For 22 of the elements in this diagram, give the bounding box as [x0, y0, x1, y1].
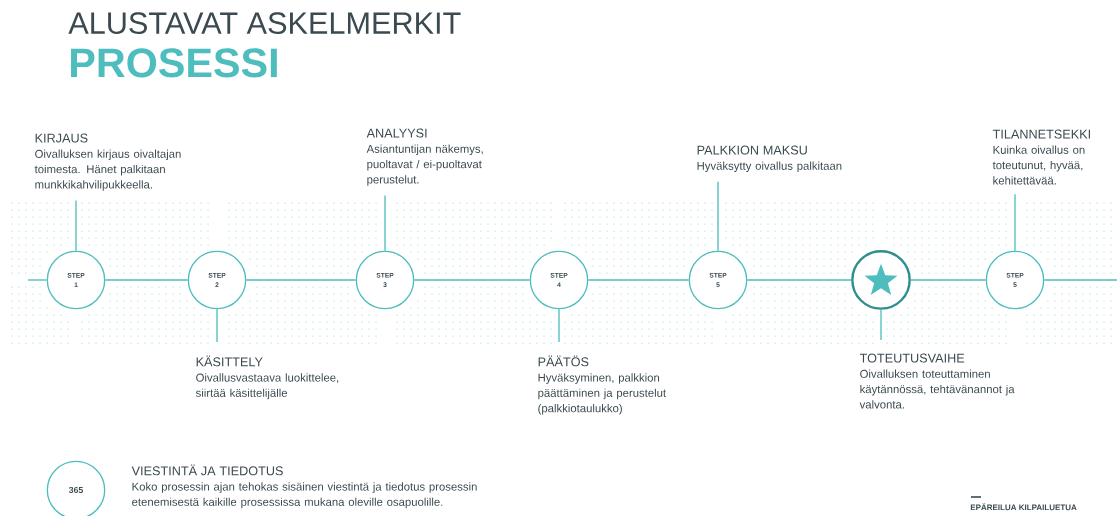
- timeline-line: [245, 279, 357, 281]
- timeline-line: [104, 279, 189, 281]
- leader-line: [216, 308, 218, 343]
- section-text: VIESTINTÄ JA TIEDOTUS Koko prosessin ajan tehokas sisäinen viestintä ja tiedotus prosessin etenemisestä kaikille prosessissa mukana oleville osapuolille.: [131, 464, 477, 509]
- leader-line: [880, 309, 882, 341]
- leader-line: [558, 308, 560, 343]
- timeline-line: [413, 279, 531, 281]
- tagline: EPÄREILUA KILPAILUETUA: [970, 496, 1077, 511]
- step-description: TOTEUTUSVAIHE Oivalluksen toteuttaminen käytännössä, tehtävänannot ja valvonta.: [859, 353, 1015, 409]
- title: ALUSTAVAT ASKELMERKIT: [68, 12, 461, 34]
- step-description: KIRJAUS Oivalluksen kirjaus oivaltajan toimesta. Hänet palkitaan munkkikahvilipukkeella.: [34, 133, 181, 191]
- step-description: ANALYYSI Asiantuntijan näkemys, puoltavat / ei-puoltavat perustelut.: [366, 128, 483, 186]
- timeline-line: [27, 279, 48, 281]
- step-description: TILANNETSEKKI Kuinka oivallus on toteutunut, hyvää, kehitettävää.: [992, 129, 1090, 185]
- timeline-line: [587, 279, 690, 281]
- step-description: PÄÄTÖS Hyväksyminen, palkkion päättäminen ja perustelut (palkkiotaulukko): [538, 355, 667, 415]
- timeline-line: [1043, 279, 1117, 281]
- timeline-line: [746, 279, 852, 281]
- timeline-line: [910, 279, 987, 281]
- step-description: KÄSITTELY Oivallusvastaava luokittelee, siirtää käsittelijälle: [195, 355, 339, 400]
- heading: PROSESSI: [71, 48, 277, 78]
- step-description: PALKKION MAKSU Hyväksytty oivallus palkitaan: [697, 145, 842, 173]
